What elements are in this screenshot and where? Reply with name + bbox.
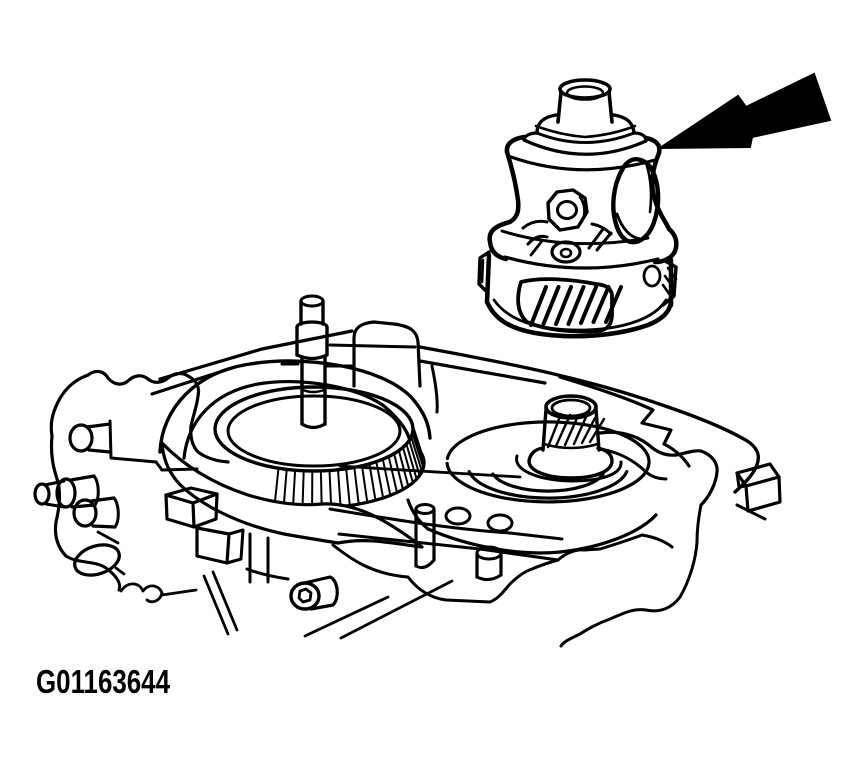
svg-text:G01163644: G01163644 (36, 663, 171, 700)
